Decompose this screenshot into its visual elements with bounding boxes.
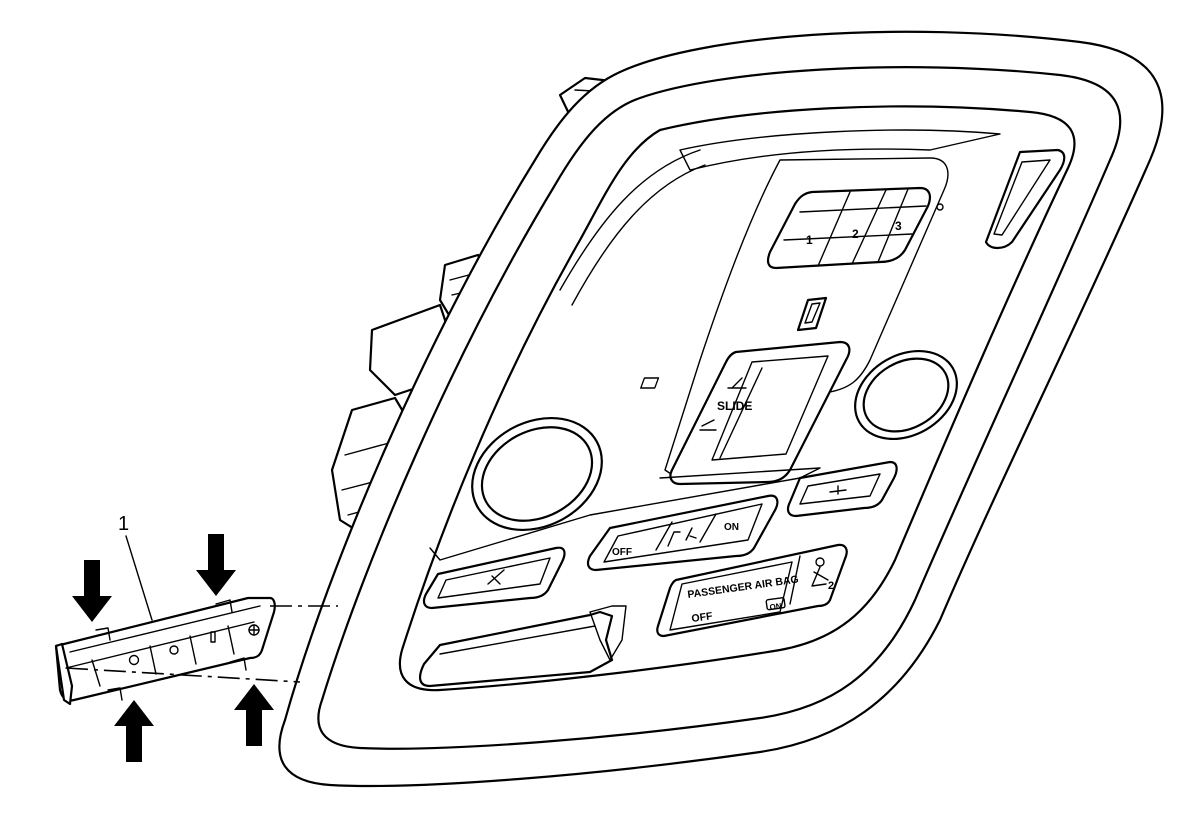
switch-icon-c [210,631,216,643]
arrow-top-left [72,560,112,622]
map-light-button[interactable] [796,296,828,332]
airbag-off-label: OFF [691,610,714,625]
callout-number: 1 [118,513,129,535]
arrow-bottom-left [114,700,154,762]
left-lamp-button[interactable] [422,546,566,610]
memory-button-3[interactable]: 3 [895,219,902,233]
memory-button-group: 1 2 3 [766,186,944,270]
mode-switch-on-label: ON [724,522,739,533]
airbag-on-label: ON [769,601,782,612]
switch-icon-a [128,654,140,666]
alignment-line-bottom [65,667,301,683]
dome-light-left [471,416,603,532]
console-inner-bezel [317,66,1122,750]
right-lamp-button[interactable] [786,460,898,518]
storage-bin-opening [418,605,627,688]
callout-leader [125,535,153,621]
memory-button-2[interactable]: 2 [852,227,859,241]
seatbelt-icon-suffix: 2 [828,580,834,592]
lower-ledge [429,467,821,561]
slide-label: SLIDE [717,399,752,413]
dome-light-right [854,349,958,441]
overhead-console: 1 2 3 SLIDE [278,30,1164,788]
upper-recess [679,129,1001,171]
arrow-bottom-right [234,684,274,746]
callout-1: 1 [118,513,153,621]
tilt-open-icon [727,377,747,389]
mode-switch-off-label: OFF [612,547,632,558]
door-icon [667,527,697,547]
passenger-airbag-panel: PASSENGER AIR BAG OFF ON 2 [656,543,848,638]
arrow-top-right [196,534,236,596]
sunshade-icon [640,377,660,389]
sunroof-switch[interactable]: SLIDE [640,340,851,486]
interior-light-mode-switch[interactable]: OFF ON [586,494,779,572]
side-slot [984,148,1066,250]
switch-icon-b [169,645,179,655]
memory-button-1[interactable]: 1 [806,233,813,247]
removed-switch-component [54,596,276,706]
seatbelt-icon: 2 [811,557,834,592]
console-face [398,105,1076,692]
vent-icon [699,419,717,431]
